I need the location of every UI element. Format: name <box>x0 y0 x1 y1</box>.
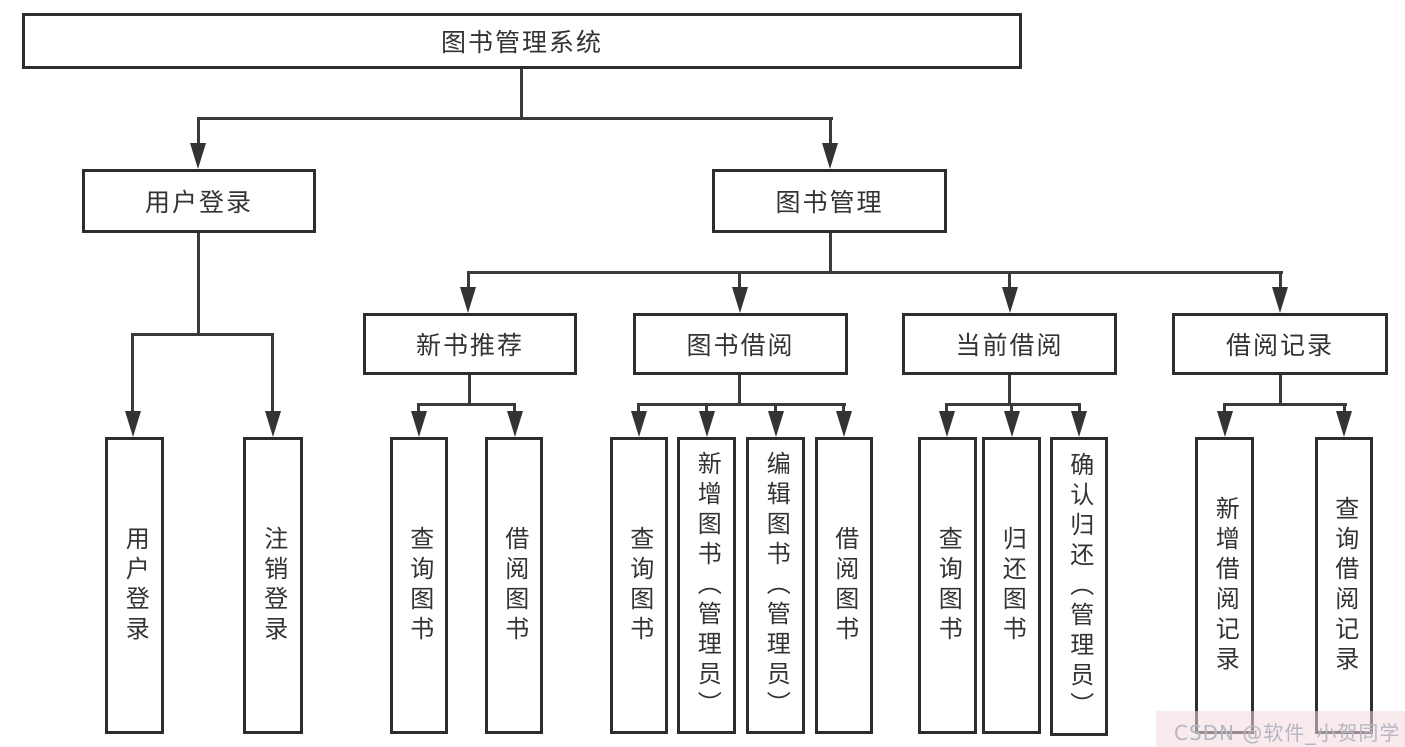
watermark: CSDN @软件_小贺同学 <box>1174 721 1401 745</box>
node-current-borrow: 当前借阅 <box>902 313 1117 375</box>
leaf-bb-borrow-book: 借阅图书 <box>815 437 873 734</box>
node-label: 用户登录 <box>121 525 150 646</box>
node-book-borrow: 图书借阅 <box>633 313 848 375</box>
node-label: 新增图书（管理员） <box>693 450 722 721</box>
connector-line <box>197 117 833 120</box>
connector-line <box>774 403 777 415</box>
arrow-down-icon <box>1272 287 1288 313</box>
arrow-down-icon <box>1336 411 1352 437</box>
watermark-background <box>1156 711 1405 747</box>
arrow-down-icon <box>265 411 281 437</box>
arrow-down-icon <box>1002 287 1018 313</box>
connector-line <box>417 403 420 415</box>
connector-line <box>131 333 134 415</box>
leaf-cb-return-book: 归还图书 <box>982 437 1041 734</box>
node-label: 当前借阅 <box>955 331 1064 360</box>
connector-line <box>1223 403 1226 415</box>
arrow-down-icon <box>190 143 206 169</box>
arrow-down-icon <box>822 143 838 169</box>
leaf-cb-confirm-return: 确认归还（管理员） <box>1050 437 1108 736</box>
node-root: 图书管理系统 <box>22 13 1022 69</box>
node-label: 编辑图书（管理员） <box>762 450 791 721</box>
connector-line <box>738 373 741 406</box>
node-label: 查询借阅记录 <box>1330 495 1359 676</box>
node-label: 归还图书 <box>998 525 1027 646</box>
arrow-down-icon <box>411 411 427 437</box>
arrow-down-icon <box>768 411 784 437</box>
node-label: 用户登录 <box>144 188 253 217</box>
arrow-down-icon <box>699 411 715 437</box>
connector-line <box>1010 403 1013 415</box>
arrow-down-icon <box>631 411 647 437</box>
connector-line <box>829 230 832 274</box>
node-label: 注销登录 <box>259 525 288 646</box>
connector-line <box>1008 271 1011 293</box>
connector-line <box>945 403 948 415</box>
node-label: 图书管理 <box>775 188 884 217</box>
connector-line <box>637 403 640 415</box>
connector-line <box>520 66 523 120</box>
leaf-cb-query-book: 查询图书 <box>918 437 977 734</box>
arrow-down-icon <box>125 411 141 437</box>
connector-line <box>467 271 1283 274</box>
connector-line <box>1078 403 1081 415</box>
node-label: 新增借阅记录 <box>1211 495 1240 676</box>
arrow-down-icon <box>460 287 476 313</box>
connector-line <box>417 403 516 406</box>
node-label: 图书借阅 <box>686 331 795 360</box>
node-label: 新书推荐 <box>415 331 524 360</box>
node-book-management: 图书管理 <box>712 169 947 233</box>
node-label: 借阅图书 <box>500 525 529 646</box>
connector-line <box>467 271 470 293</box>
leaf-bb-edit-book: 编辑图书（管理员） <box>746 437 805 734</box>
node-label: 查询图书 <box>405 525 434 646</box>
leaf-br-query-record: 查询借阅记录 <box>1315 437 1373 734</box>
node-label: 查询图书 <box>625 525 654 646</box>
leaf-rec-query-book: 查询图书 <box>390 437 448 734</box>
node-label: 查询图书 <box>934 525 963 646</box>
leaf-bb-query-book: 查询图书 <box>610 437 668 734</box>
connector-line <box>1279 271 1282 293</box>
leaf-bb-add-book: 新增图书（管理员） <box>677 437 736 734</box>
connector-line <box>738 271 741 293</box>
node-new-book-recommend: 新书推荐 <box>363 313 577 375</box>
arrow-down-icon <box>1071 411 1087 437</box>
connector-line <box>131 333 274 336</box>
connector-line <box>829 117 832 147</box>
node-borrow-records: 借阅记录 <box>1172 313 1388 375</box>
connector-line <box>197 117 200 147</box>
connector-line <box>637 403 846 406</box>
connector-line <box>1223 403 1347 406</box>
connector-line <box>1008 373 1011 406</box>
node-label: 图书管理系统 <box>440 28 603 57</box>
node-label: 借阅图书 <box>830 525 859 646</box>
node-label: 借阅记录 <box>1225 331 1334 360</box>
node-label: 确认归还（管理员） <box>1065 451 1094 722</box>
arrow-down-icon <box>939 411 955 437</box>
arrow-down-icon <box>1004 411 1020 437</box>
arrow-down-icon <box>1217 411 1233 437</box>
arrow-down-icon <box>507 411 523 437</box>
connector-line <box>1343 403 1346 415</box>
connector-line <box>945 403 1081 406</box>
connector-line <box>197 230 200 336</box>
connector-line <box>842 403 845 415</box>
leaf-br-add-record: 新增借阅记录 <box>1195 437 1254 734</box>
leaf-logout: 注销登录 <box>243 437 303 734</box>
leaf-user-login: 用户登录 <box>105 437 164 734</box>
node-user-login: 用户登录 <box>82 169 316 233</box>
connector-line <box>468 373 471 406</box>
connector-line <box>705 403 708 415</box>
connector-line <box>513 403 516 415</box>
leaf-rec-borrow-book: 借阅图书 <box>485 437 543 734</box>
connector-line <box>271 333 274 415</box>
arrow-down-icon <box>836 411 852 437</box>
connector-line <box>1279 373 1282 406</box>
arrow-down-icon <box>732 287 748 313</box>
